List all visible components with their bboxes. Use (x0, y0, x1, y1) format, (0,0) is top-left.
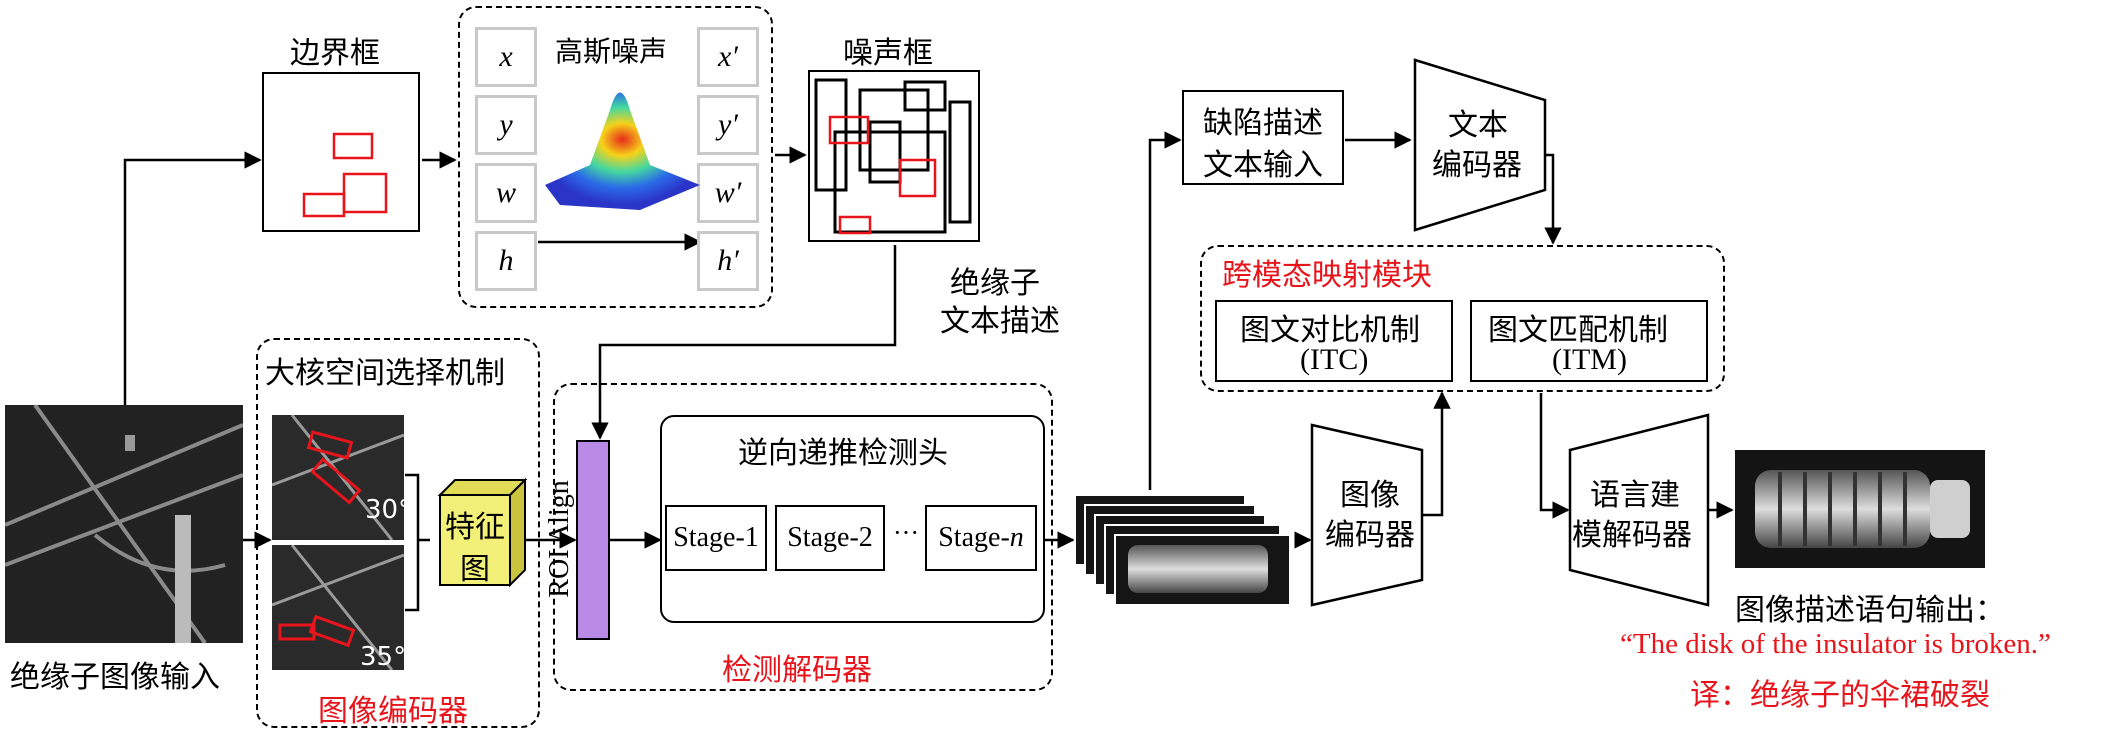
bbox-title: 边界框 (290, 36, 380, 71)
feature-label-1: 特征 (445, 510, 505, 545)
stage-1-block: Stage-1 (665, 505, 767, 571)
output-insulator-image (1735, 450, 1985, 568)
noise-box-rects (814, 78, 972, 235)
output-caption-cn: 译：绝缘子的伞裙破裂 (1690, 678, 1990, 713)
insulator-input-image (5, 405, 243, 643)
language-decoder-line1: 语言建 (1590, 478, 1680, 513)
stage-ellipsis: ··· (893, 518, 919, 547)
output-caption-en: “The disk of the insulator is broken.” (1620, 628, 2051, 660)
param-x-prime: x′ (697, 27, 759, 87)
output-insulator-art (1735, 450, 1985, 568)
param-y: y (475, 95, 537, 155)
feature-label-2: 图 (460, 552, 490, 587)
image-encoder-line2: 编码器 (1325, 518, 1415, 553)
stage-n-prefix: Stage- (938, 522, 1010, 553)
output-label: 图像描述语句输出： (1735, 593, 2005, 628)
detection-head-title: 逆向递推检测头 (738, 436, 948, 471)
defect-text-line1: 缺陷描述 (1203, 106, 1323, 141)
stage-2-block: Stage-2 (775, 505, 885, 571)
param-y-prime: y′ (697, 95, 759, 155)
image-encoder-line1: 图像 (1340, 478, 1400, 513)
param-w: w (475, 163, 537, 223)
language-decoder-line2: 模解码器 (1572, 518, 1692, 553)
param-h: h (475, 231, 537, 291)
itc-line1: 图文对比机制 (1240, 313, 1420, 348)
angle-30: 30° (365, 495, 412, 525)
stage-2-label: Stage-2 (787, 522, 873, 553)
encoder-image-2-art (272, 545, 404, 670)
encoder-image-2 (272, 545, 404, 670)
param-h-prime: h′ (697, 231, 759, 291)
bounding-box-panel (262, 72, 420, 232)
insulator-text-line1: 绝缘子 (950, 266, 1040, 301)
param-x: x (475, 27, 537, 87)
input-label: 绝缘子图像输入 (10, 660, 220, 695)
itc-box (1215, 300, 1453, 382)
itm-line1: 图文匹配机制 (1488, 313, 1668, 348)
gauss-title: 高斯噪声 (555, 35, 668, 68)
defect-text-input-box (1182, 90, 1344, 185)
insulator-photo-art (5, 405, 243, 643)
detection-decoder-panel (553, 383, 1053, 691)
stage-n-label: Stage-n (938, 522, 1024, 554)
text-encoder-line1: 文本 (1448, 108, 1508, 143)
detection-decoder-label: 检测解码器 (722, 653, 872, 688)
bounding-box-rects (302, 132, 388, 218)
angle-35: 35° (360, 642, 407, 672)
cross-modal-title: 跨模态映射模块 (1222, 258, 1432, 293)
stage-1-label: Stage-1 (673, 522, 759, 553)
large-kernel-title: 大核空间选择机制 (265, 356, 505, 391)
roi-align-block (576, 440, 610, 640)
defect-text-line2: 文本输入 (1203, 148, 1323, 183)
insulator-text-line2: 文本描述 (940, 304, 1060, 339)
cross-modal-panel (1200, 245, 1725, 392)
encoder-image-1 (272, 415, 404, 540)
text-encoder-line2: 编码器 (1432, 148, 1522, 183)
stage-n-block: Stage-n (925, 505, 1037, 571)
encoder-image-1-art (272, 415, 404, 540)
image-encoder-panel (256, 338, 540, 728)
itm-box (1470, 300, 1708, 382)
stage-n-italic: n (1009, 522, 1024, 553)
noise-box-panel (808, 70, 980, 242)
itm-line2: (ITM) (1552, 343, 1627, 376)
gaussian-noise-panel (458, 6, 773, 308)
image-encoder-label: 图像编码器 (318, 694, 468, 729)
param-w-prime: w′ (697, 163, 759, 223)
itc-line2: (ITC) (1300, 343, 1369, 376)
noise-box-title: 噪声框 (843, 36, 933, 71)
